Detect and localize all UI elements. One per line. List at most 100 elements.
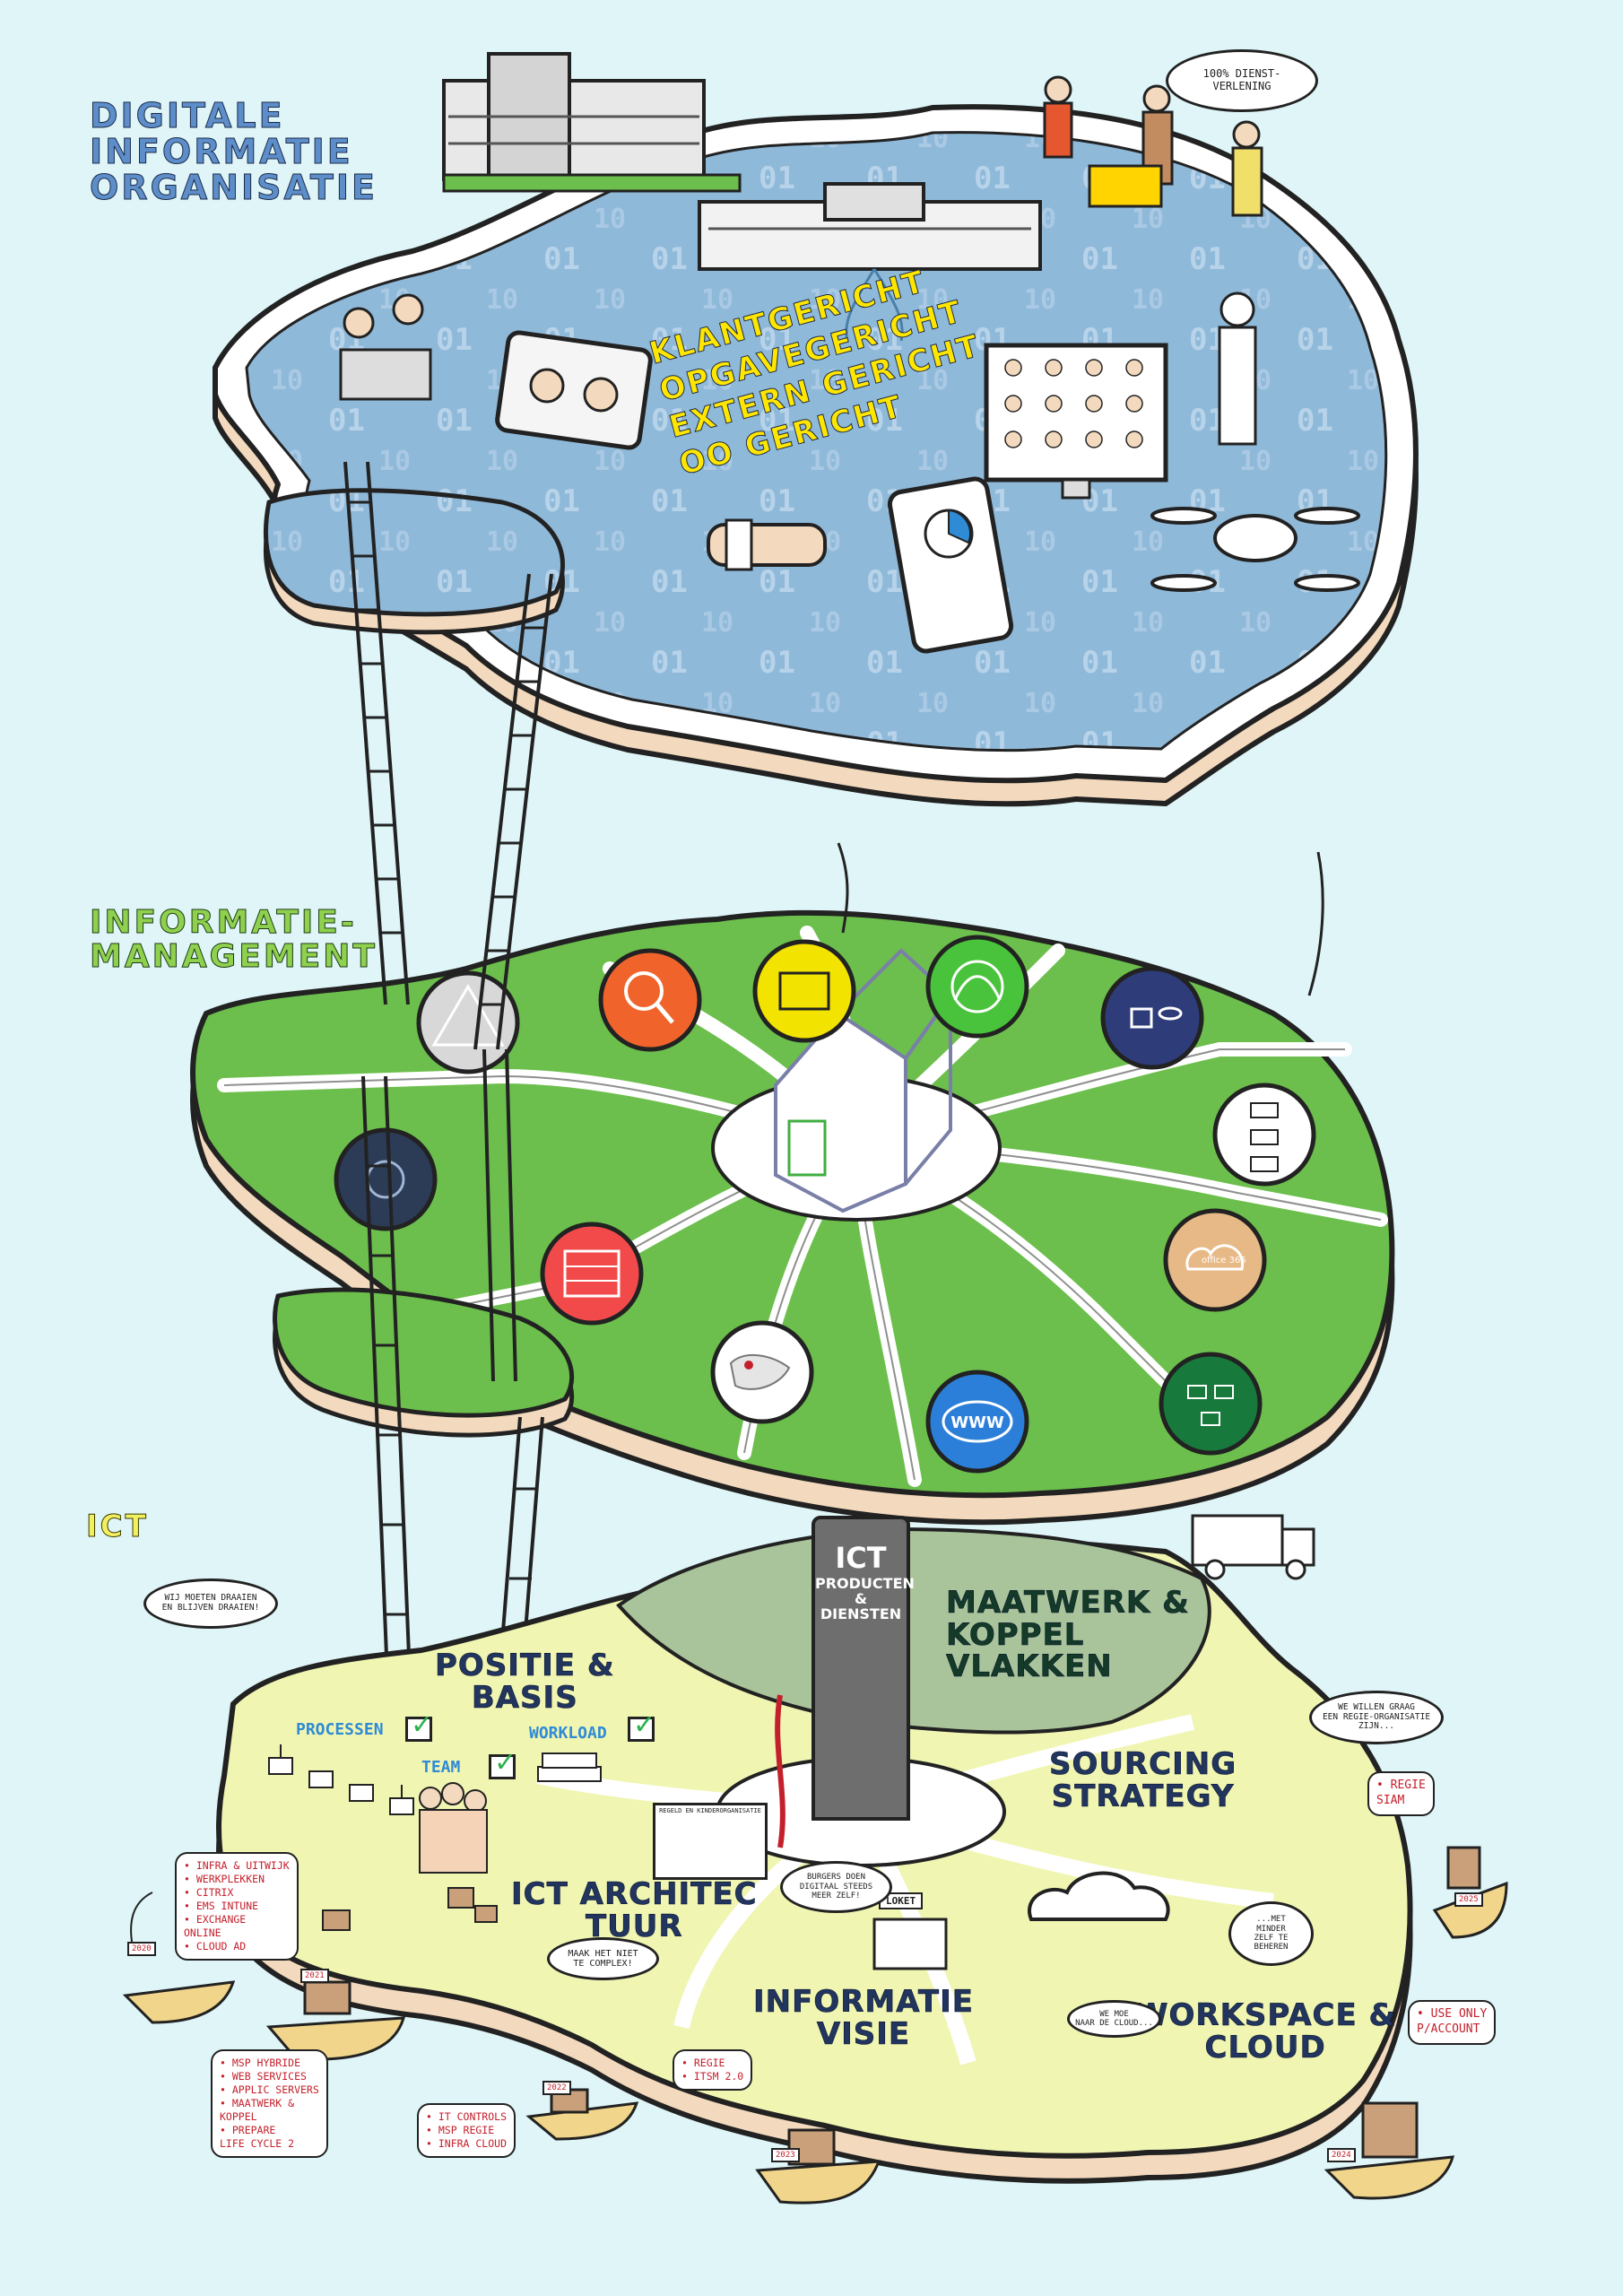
boats [122, 1846, 1508, 2205]
note-line: • PREPARE [220, 2123, 276, 2136]
laptop-people [339, 293, 432, 401]
boat-note-infra: • INFRA & UITWIJK • WERKPLEKKEN • CITRIX… [175, 1852, 299, 1961]
layer-title-ict: ICT [86, 1509, 149, 1544]
note-line: • CLOUD AD [184, 1939, 247, 1952]
boat-year-sign: 2023 [771, 2148, 800, 2162]
note-line: SIAM [1376, 1793, 1405, 1807]
apps-icon [540, 1222, 644, 1326]
whiteboard-title: REGELD EN KINDERORGANISATIE [659, 1807, 761, 1814]
top-island [213, 52, 1419, 807]
district-positie-basis: POSITIE & BASIS [435, 1648, 615, 1716]
checklist-label-workload: WORKLOAD [529, 1724, 607, 1743]
flowchart-icon [1212, 1083, 1316, 1187]
note-line: • WEB SERVICES [220, 2069, 307, 2083]
boat-year-sign: 2021 [300, 1969, 329, 1983]
speech-bubble-naar-de-cloud: WE MOE NAAR DE CLOUD... [1067, 2000, 1161, 2038]
middle-small-platform [273, 1287, 575, 1418]
board-icon [752, 939, 856, 1043]
note-line: • MAATWERK & [220, 2096, 295, 2109]
security-icon [1100, 966, 1204, 1070]
ict-producten-diensten-column: ICT PRODUCTEN & DIENSTEN [812, 1516, 915, 1821]
chart-icon [925, 935, 1029, 1039]
boat-year-sign: 2025 [1454, 1892, 1483, 1907]
note-line: • ITSM 2.0 [681, 2069, 744, 2083]
cloud-icon [1163, 1208, 1267, 1312]
boat [265, 1980, 406, 2061]
note-line: P/ACCOUNT [1417, 2022, 1480, 2036]
top-small-platform [264, 488, 565, 617]
phone-chart-device [887, 476, 1014, 654]
note-line: ONLINE [184, 1926, 221, 1939]
boat-note-it-controls: • IT CONTROLS • MSP REGIE • INFRA CLOUD [417, 2103, 516, 2158]
video-call-tablet [495, 330, 653, 450]
note-line: • APPLIC SERVERS [220, 2083, 319, 2096]
speech-bubble-niet-te-complex: MAAK HET NIET TE COMPLEX! [547, 1937, 659, 1980]
gears-icon [334, 1127, 438, 1231]
town-hall-building [698, 182, 1042, 342]
district-informatie-visie: INFORMATIE VISIE [753, 1984, 974, 2052]
standing-man [1218, 291, 1257, 446]
network-icon [1159, 1352, 1263, 1456]
ict-column-title: ICT [835, 1540, 887, 1575]
truck [1191, 1514, 1315, 1580]
checklist-label-processen: PROCESSEN [296, 1720, 384, 1739]
crane-lines [837, 842, 1324, 996]
speech-bubble-draaien: WIJ MOETEN DRAAIEN EN BLIJVEN DRAAIEN! [143, 1578, 278, 1629]
rope [775, 1694, 785, 1848]
note-line: • IT CONTROLS [426, 2110, 508, 2123]
boat [1324, 2101, 1455, 2200]
district-workspace-cloud: WORKSPACE & CLOUD [1134, 1997, 1397, 2066]
svg-text:WWW: WWW [950, 1413, 1004, 1432]
map-icon [710, 1320, 814, 1424]
note-line: • USE ONLY [1417, 2007, 1488, 2021]
checkmark-icon: ✓ [628, 1712, 655, 1742]
house-icon [774, 948, 953, 1213]
checkmark-icon: ✓ [489, 1750, 516, 1779]
speech-bubble-regie-organisatie: WE WILLEN GRAAG EEN REGIE-ORGANISATIE ZI… [1309, 1691, 1444, 1744]
boat-year-sign: 2022 [542, 2081, 571, 2095]
boat-year-sign: 2024 [1327, 2148, 1356, 2162]
note-line: • REGIE [681, 2057, 725, 2069]
whiteboard: REGELD EN KINDERORGANISATIE [653, 1803, 768, 1880]
loket-desk [872, 1918, 948, 1970]
people-with-walker [1043, 75, 1263, 217]
smartwatch-hand [707, 518, 827, 571]
checklist-label-team: TEAM [421, 1758, 461, 1777]
boat-note-regie-siam: • REGIE SIAM [1367, 1771, 1435, 1816]
note-line: • REGIE [1376, 1779, 1426, 1792]
note-line: LIFE CYCLE 2 [220, 2136, 295, 2150]
office-365-label: office 365 [1202, 1256, 1246, 1265]
drone [1150, 507, 1360, 592]
speech-bubble-minder-beheren: ...MET MINDER ZELF TE BEHEREN [1228, 1901, 1314, 1966]
boat [1432, 1846, 1508, 1939]
note-line: • EMS INTUNE [184, 1899, 259, 1912]
note-line: KOPPEL [220, 2109, 257, 2123]
layer-title-informatie-management: INFORMATIE- MANAGEMENT [90, 904, 378, 975]
note-line: • EXCHANGE [184, 1912, 247, 1926]
layer-title-digitale-informatie-organisatie: DIGITALE INFORMATIE ORGANISATIE [90, 96, 378, 207]
boat [122, 1892, 236, 2024]
www-icon: WWW [925, 1370, 1029, 1474]
workload-stack [537, 1752, 602, 1782]
boat-year-sign: 2020 [127, 1942, 156, 1956]
process-diagram [268, 1744, 414, 1815]
speech-bubble-dienstverlening: 100% DIENST- VERLENING [1166, 49, 1318, 112]
note-line: • INFRA & UITWIJK [184, 1859, 290, 1872]
office-building [442, 52, 742, 193]
magnifier-icon [598, 948, 702, 1052]
note-line: • INFRA CLOUD [426, 2136, 508, 2150]
district-sourcing-strategy: SOURCING STRATEGY [1049, 1746, 1237, 1814]
pyramid-icon [416, 970, 520, 1074]
team-people [419, 1782, 488, 1874]
boat-note-msp-hybride: • MSP HYBRIDE • WEB SERVICES • APPLIC SE… [211, 2049, 328, 2158]
boat [525, 2088, 639, 2141]
boxes [322, 1887, 498, 1931]
boat-note-regie-itsm: • REGIE • ITSM 2.0 [673, 2049, 753, 2091]
ict-column-subtitle: PRODUCTEN & DIENSTEN [815, 1575, 915, 1622]
speech-bubble-burgers: BURGERS DOEN DIGITAAL STEEDS MEER ZELF! [780, 1861, 892, 1913]
district-maatwerk-koppelvlakken: MAATWERK & KOPPEL VLAKKEN [946, 1585, 1190, 1685]
video-wall-monitor [984, 343, 1168, 500]
note-line: • MSP HYBRIDE [220, 2057, 301, 2069]
note-line: • CITRIX [184, 1885, 234, 1899]
note-line: • WERKPLEKKEN [184, 1872, 265, 1885]
